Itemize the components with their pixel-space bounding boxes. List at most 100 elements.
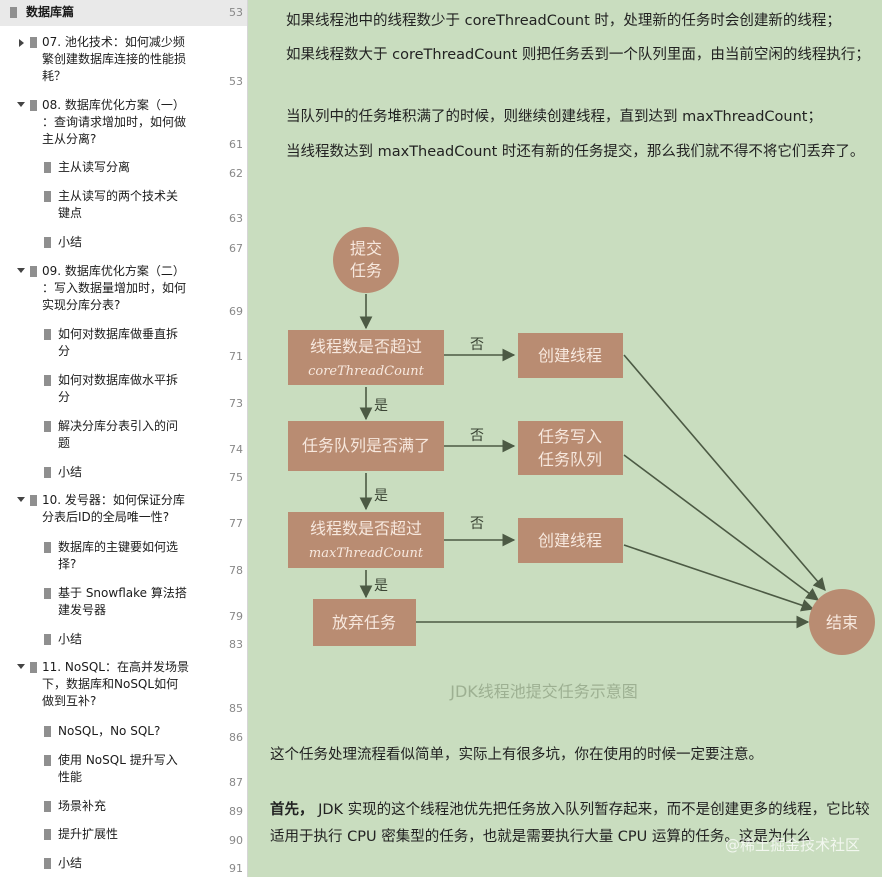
node-discard-task: 放弃任务	[313, 599, 416, 646]
bookmark-icon	[44, 162, 51, 173]
bookmark-icon	[10, 7, 17, 18]
toc-item-title: 使用 NoSQL 提升写入 性能	[58, 753, 178, 784]
node-enqueue-line1: 任务写入	[538, 427, 602, 446]
toc-item-title: 09. 数据库优化方案（二） ：写入数据量增加时，如何 实现分库分表?	[42, 264, 187, 312]
label-no-2: 否	[470, 428, 484, 444]
toc-item-page: 79	[229, 610, 243, 623]
node-create-thread-1: 创建线程	[518, 333, 623, 378]
paragraph-4: 当线程数达到 maxTheadCount 时还有新的任务提交，那么我们就不得不将…	[286, 144, 865, 160]
collapse-triangle-icon[interactable]	[17, 664, 25, 669]
node-submit-line1: 提交	[350, 239, 382, 258]
toc-item-page: 77	[229, 517, 243, 530]
toc-item-title: NoSQL，No SQL?	[58, 724, 161, 738]
watermark: @稀土掘金技术社区	[724, 836, 860, 854]
bookmark-icon	[44, 542, 51, 553]
toc-item-title: 小结	[58, 856, 83, 870]
node-check-core-line1: 线程数是否超过	[310, 337, 422, 356]
toc-chapter-11[interactable]: 11. NoSQL：在高并发场景 下，数据库和NoSQL如何 做到互补? 85	[0, 0, 247, 715]
bookmark-icon	[44, 829, 51, 840]
toc-item-page: 69	[229, 305, 243, 318]
toc-item-title: 如何对数据库做水平拆 分	[58, 373, 179, 404]
toc-chapter-09[interactable]: 09. 数据库优化方案（二） ：写入数据量增加时，如何 实现分库分表? 69	[0, 0, 247, 318]
node-create-thread-2: 创建线程	[518, 518, 623, 563]
toc-item-page: 75	[229, 471, 243, 484]
toc-item-title: 主从读写分离	[58, 160, 131, 174]
paragraph-6-lead: 首先，	[270, 802, 314, 818]
toc-item-title: 小结	[58, 465, 83, 479]
edge-queue-to-end	[623, 454, 820, 601]
toc-item-title: 主从读写的两个技术关 键点	[58, 189, 179, 220]
collapse-triangle-icon[interactable]	[17, 268, 25, 273]
label-yes-1: 是	[374, 398, 388, 414]
bookmark-icon	[30, 37, 37, 48]
bookmark-icon	[44, 801, 51, 812]
toc-item-page: 85	[229, 702, 243, 715]
paragraph-3: 当队列中的任务堆积满了的时候，则继续创建线程，直到达到 maxThreadCou…	[286, 109, 822, 125]
toc-chapter-10[interactable]: 10. 发号器：如何保证分库 分表后ID的全局唯一性? 77	[0, 0, 247, 530]
document-page: 如果线程池中的线程数少于 coreThreadCount 时，处理新的任务时会创…	[248, 0, 882, 877]
bookmark-icon	[44, 375, 51, 386]
paragraph-6-body: JDK 实现的这个线程池优先把任务放入队列暂存起来，而不是创建更多的线程，它比较…	[270, 802, 870, 845]
bookmark-icon	[30, 495, 37, 506]
node-check-queue: 任务队列是否满了	[288, 421, 444, 471]
edge-create2-to-end	[623, 544, 815, 612]
node-enqueue-task: 任务写入 任务队列	[518, 421, 623, 475]
toc-section-9-1[interactable]: 如何对数据库做垂直拆 分 71	[0, 0, 247, 363]
bookmark-icon	[44, 858, 51, 869]
bookmark-icon	[44, 421, 51, 432]
bookmark-icon	[44, 755, 51, 766]
node-check-core: 线程数是否超过 coreThreadCount	[288, 330, 444, 385]
toc-item-page: 71	[229, 350, 243, 363]
node-submit-task: 提交 任务	[333, 227, 399, 293]
bookmark-icon	[44, 237, 51, 248]
paragraph-2: 如果线程数大于 coreThreadCount 则把任务丢到一个队列里面，由当前…	[286, 47, 870, 63]
toc-item-page: 83	[229, 638, 243, 651]
expand-triangle-icon[interactable]	[19, 39, 24, 47]
toc-section-11-1[interactable]: NoSQL，No SQL?86	[0, 0, 247, 744]
node-create-1-text: 创建线程	[538, 346, 602, 365]
label-yes-2: 是	[374, 488, 388, 504]
toc-item-title: 场景补充	[58, 799, 107, 813]
collapse-triangle-icon[interactable]	[17, 102, 25, 107]
toc-item-title: 10. 发号器：如何保证分库 分表后ID的全局唯一性?	[42, 493, 185, 524]
node-enqueue-line2: 任务队列	[538, 450, 602, 469]
bookmark-icon	[44, 634, 51, 645]
diagram-caption: JDK线程池提交任务示意图	[449, 682, 638, 701]
toc-chapter-08[interactable]: 08. 数据库优化方案（一） ：查询请求增加时，如何做 主从分离?61	[0, 0, 247, 151]
paragraph-5: 这个任务处理流程看似简单，实际上有很多坑，你在使用的时候一定要注意。	[270, 747, 763, 763]
node-check-max: 线程数是否超过 maxThreadCount	[288, 512, 444, 568]
toc-header-title: 数据库篇	[26, 5, 75, 19]
toc-item-title: 数据库的主键要如何选 择?	[58, 540, 179, 571]
toc-item-page: 53	[229, 75, 243, 88]
bookmark-icon	[44, 329, 51, 340]
toc-section-10-3[interactable]: 小结 83	[0, 0, 247, 651]
paragraph-1: 如果线程池中的线程数少于 coreThreadCount 时，处理新的任务时会创…	[286, 13, 841, 29]
bookmark-icon	[44, 467, 51, 478]
toc-section-10-2[interactable]: 基于 Snowflake 算法搭 建发号器 79	[0, 0, 247, 623]
toc-item-title: 小结	[58, 235, 83, 249]
toc-chapter-07[interactable]: 07. 池化技术：如何减少频 繁创建数据库连接的性能损 耗？53	[0, 0, 247, 88]
node-create-2-text: 创建线程	[538, 531, 602, 550]
bookmark-icon	[44, 726, 51, 737]
toc-section-9-4[interactable]: 小结 75	[0, 0, 247, 484]
toc-header-item[interactable]: 数据库篇 53	[0, 0, 247, 26]
toc-item-title: 小结	[58, 632, 83, 646]
node-submit-line2: 任务	[350, 261, 382, 280]
toc-item-page: 78	[229, 564, 243, 577]
collapse-triangle-icon[interactable]	[17, 497, 25, 502]
toc-section-10-1[interactable]: 数据库的主键要如何选 择? 78	[0, 0, 247, 577]
toc-item-title: 11. NoSQL：在高并发场景 下，数据库和NoSQL如何 做到互补?	[42, 660, 189, 708]
paragraph-6: 首先， JDK 实现的这个线程池优先把任务放入队列暂存起来，而不是创建更多的线程…	[270, 797, 876, 851]
toc-item-title: 基于 Snowflake 算法搭 建发号器	[58, 586, 187, 617]
bookmark-icon	[30, 100, 37, 111]
toc-item-title: 如何对数据库做垂直拆 分	[58, 327, 179, 358]
